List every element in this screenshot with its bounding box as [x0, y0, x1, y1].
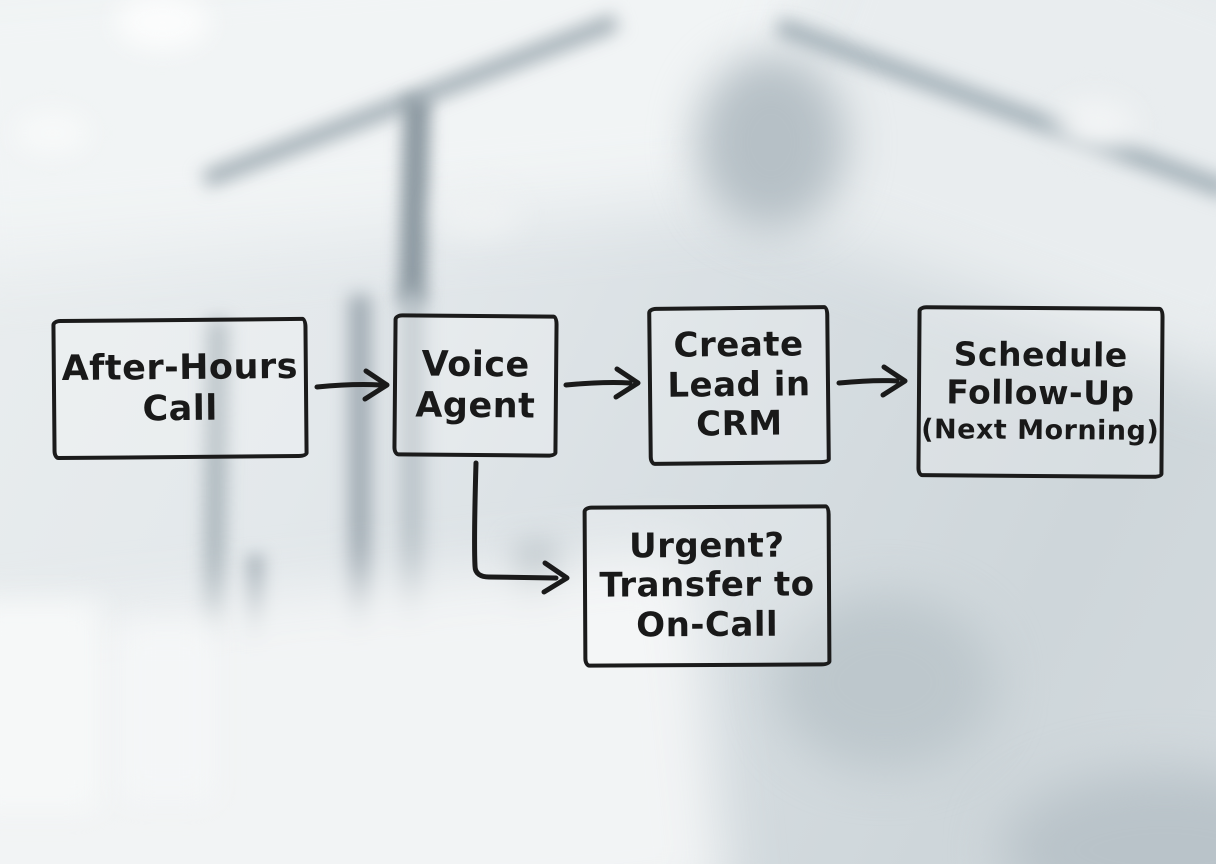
- flow-node-schedule-follow-up: Schedule Follow-Up (Next Morning): [916, 305, 1165, 479]
- node-label-line: Call: [142, 388, 219, 429]
- node-label-line: On-Call: [636, 604, 779, 646]
- arrow-create-lead-to-schedule: [836, 364, 908, 398]
- node-label-line: Schedule: [953, 334, 1128, 375]
- flow-node-voice-agent: Voice Agent: [392, 313, 559, 458]
- flow-node-urgent-transfer: Urgent? Transfer to On-Call: [582, 504, 832, 668]
- flow-node-create-lead-crm: Create Lead in CRM: [647, 305, 831, 466]
- node-label-line: CRM: [695, 403, 783, 445]
- flow-node-after-hours-call: After-Hours Call: [51, 316, 309, 461]
- arrow-voice-agent-to-create-lead: [563, 366, 641, 400]
- node-label-line: Lead in: [667, 364, 811, 406]
- node-label-line: Voice: [421, 344, 530, 386]
- arrow-voice-agent-to-urgent-transfer: [472, 460, 570, 595]
- node-label-line: Transfer to: [599, 564, 815, 606]
- node-label-line: After-Hours: [61, 346, 299, 389]
- node-label-line: Follow-Up: [946, 372, 1135, 414]
- node-label-line: Urgent?: [628, 525, 785, 567]
- node-label-line: Create: [673, 324, 804, 367]
- arrow-after-hours-to-voice-agent: [314, 368, 390, 402]
- node-label-line: Agent: [415, 384, 536, 427]
- node-label-note: (Next Morning): [921, 413, 1160, 447]
